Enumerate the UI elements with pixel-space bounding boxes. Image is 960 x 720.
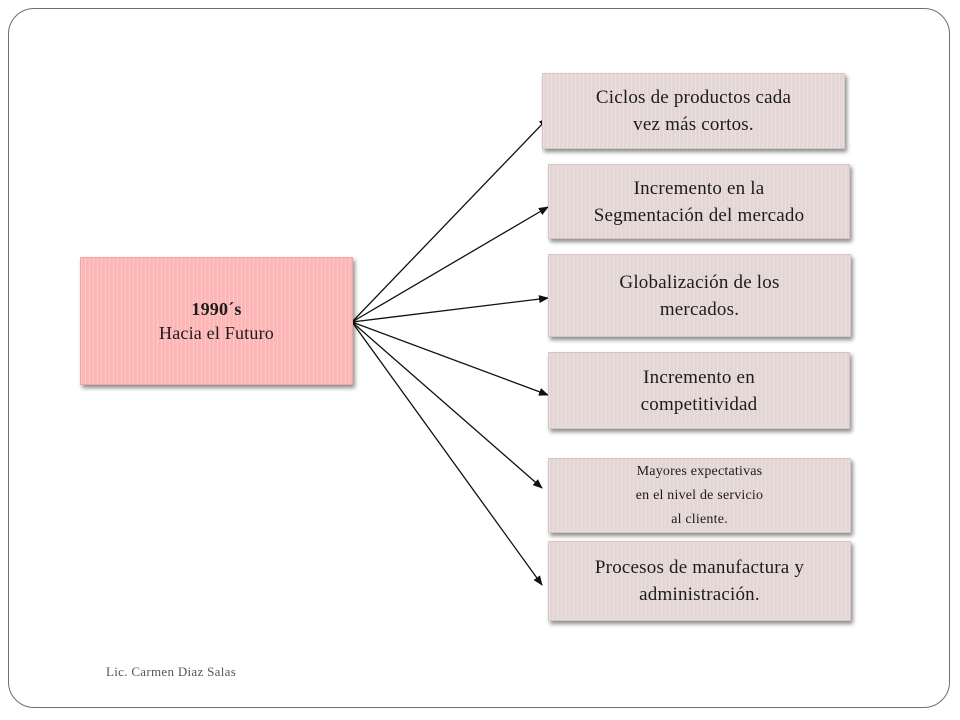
node-text-line: Incremento en <box>643 366 755 388</box>
central-node-subtitle: Hacia el Futuro <box>159 323 274 343</box>
node-segmentacion-mercado: Incremento en la Segmentación del mercad… <box>548 164 850 239</box>
node-text-line: en el nivel de servicio <box>635 487 764 503</box>
node-procesos-manufactura: Procesos de manufactura y administración… <box>548 541 851 621</box>
central-node-1990s: 1990´s Hacia el Futuro <box>80 257 353 385</box>
node-text-line: al cliente. <box>671 511 728 527</box>
node-text-line: mercados. <box>659 298 740 320</box>
node-text-line: competitividad <box>640 393 758 415</box>
node-text-line: administración. <box>639 584 760 605</box>
node-text-line: Mayores expectativas <box>636 463 763 479</box>
node-competitividad: Incremento en competitividad <box>548 352 850 429</box>
footer-author: Lic. Carmen Diaz Salas <box>106 664 237 679</box>
node-ciclos-productos: Ciclos de productos cada vez más cortos. <box>542 73 845 149</box>
node-text-line: Segmentación del mercado <box>593 204 805 226</box>
node-text-line: Procesos de manufactura y <box>594 557 805 578</box>
node-text-line: Incremento en la <box>633 177 765 199</box>
node-text-line: vez más cortos. <box>633 114 754 135</box>
node-text-line: Ciclos de productos cada <box>595 87 792 108</box>
node-globalizacion-mercados: Globalización de los mercados. <box>548 254 851 337</box>
node-text-line: Globalización de los <box>619 271 780 293</box>
node-expectativas-servicio: Mayores expectativas en el nivel de serv… <box>548 458 851 533</box>
central-node-title: 1990´s <box>191 299 242 319</box>
